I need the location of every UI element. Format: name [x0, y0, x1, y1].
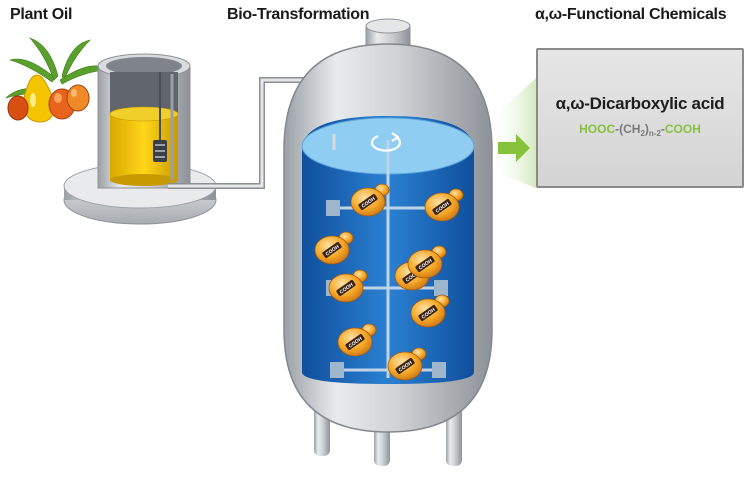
palm-fruit-icon — [7, 84, 90, 121]
yeast-cell: COOH — [350, 183, 390, 217]
bio-transformation-heading: Bio-Transformation — [227, 6, 370, 23]
formula-sub-n: n-2 — [648, 129, 661, 138]
product-name: α,ω-Dicarboxylic acid — [555, 94, 725, 113]
formula-ch-open: -(CH — [615, 122, 641, 136]
stirrer-rotation-icon — [370, 132, 401, 152]
formula-sub-2: 2 — [640, 129, 645, 138]
sensor-probe-icon — [153, 72, 167, 162]
oil-drop-highlight — [30, 93, 36, 107]
reactor-leg — [446, 404, 462, 466]
formula-hooc: HOOC — [579, 122, 616, 136]
flow-arrow-icon — [490, 78, 536, 188]
yeast-cell: COOH — [387, 347, 427, 381]
plant-oil-heading: Plant Oil — [10, 6, 73, 23]
yeast-cell: COOH — [314, 231, 354, 265]
formula-cooh: COOH — [664, 122, 701, 136]
palm-leaf-icon — [5, 37, 111, 99]
plant-oil-liquid — [110, 114, 178, 180]
functional-chemicals-heading: α,ω-Functional Chemicals — [535, 6, 727, 23]
yeast-cell: COOH — [407, 245, 447, 279]
bioreactor — [283, 18, 493, 466]
formula-dash: - — [660, 122, 665, 136]
yeast-cell: COOH — [337, 323, 377, 357]
plant-oil-illustration — [5, 37, 217, 225]
yeast-cell: COOH — [424, 188, 464, 222]
yeast-cell: COOH — [410, 294, 450, 328]
chemical-formula: HOOC-(CH2)n-2-COOH — [538, 122, 742, 138]
product-box: α,ω-Dicarboxylic acid HOOC-(CH2)n-2-COOH — [536, 48, 744, 188]
formula-close: ) — [644, 122, 649, 136]
yeast-cell: COOH — [328, 269, 368, 303]
